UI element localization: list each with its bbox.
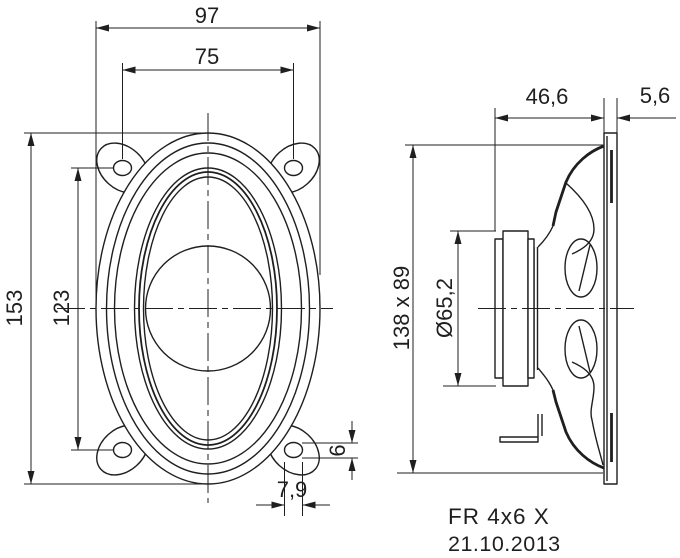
dim-magnet-diameter-label: Ø65,2: [432, 278, 457, 338]
terminal-lug: [499, 414, 543, 443]
dim-mounting-depth: 46,6: [494, 84, 604, 231]
dim-overall-height-label: 153: [2, 290, 27, 327]
dim-hole-spacing-height: 123: [49, 167, 113, 451]
front-view: [57, 113, 333, 503]
mount-hole-top-right: [283, 159, 304, 177]
dim-magnet-diameter: Ø65,2: [432, 230, 496, 387]
dim-mounting-depth-label: 46,6: [526, 84, 569, 109]
dim-hole-spacing-width: 75: [122, 44, 294, 159]
dim-overall-width-label: 97: [195, 3, 219, 28]
vent-hole-bottom: [564, 319, 598, 379]
mount-hole-bottom-left: [112, 441, 133, 459]
dim-mount-hole-height: 6: [302, 421, 358, 480]
dim-mount-hole-width: 7,9: [256, 462, 330, 516]
dimensions: 97 75 153 123 6 7,9: [2, 3, 676, 516]
part-number: FR 4x6 X: [448, 504, 550, 529]
extension-line: [397, 144, 603, 474]
dim-frame-size: 138 x 89: [389, 144, 603, 474]
dim-hole-spacing-height-label: 123: [49, 290, 74, 327]
dim-mount-hole-width-label: 7,9: [277, 477, 308, 502]
dim-frame-size-label: 138 x 89: [389, 266, 414, 350]
basket-strut-bottom: [571, 361, 604, 466]
drawing-date: 21.10.2013: [448, 532, 561, 556]
side-view: [478, 132, 634, 485]
dim-mount-hole-height-label: 6: [325, 444, 350, 456]
title-block: FR 4x6 X 21.10.2013: [448, 504, 561, 556]
mount-hole-bottom-right: [283, 441, 304, 459]
cone-profile-bottom: [551, 389, 605, 470]
extension-line: [24, 132, 207, 485]
cone-profile-top: [551, 144, 605, 227]
dim-overall-width: 97: [95, 3, 321, 307]
mount-hole-top-left: [112, 159, 133, 177]
dim-overall-height: 153: [2, 132, 207, 485]
extension-line: [95, 21, 321, 307]
vent-hole-bottom-slash: [578, 325, 591, 373]
extension-line: [603, 98, 618, 133]
vent-hole-top: [564, 238, 598, 298]
basket-strut-top: [565, 182, 595, 255]
vent-hole-top-slash: [578, 244, 591, 292]
cone-neck-top: [537, 225, 554, 248]
extension-line: [122, 63, 294, 159]
cone-neck-bottom: [537, 367, 554, 391]
dim-flange-thickness: 5,6: [603, 83, 676, 133]
dim-flange-thickness-label: 5,6: [640, 83, 671, 108]
dim-hole-spacing-width-label: 75: [195, 44, 219, 69]
